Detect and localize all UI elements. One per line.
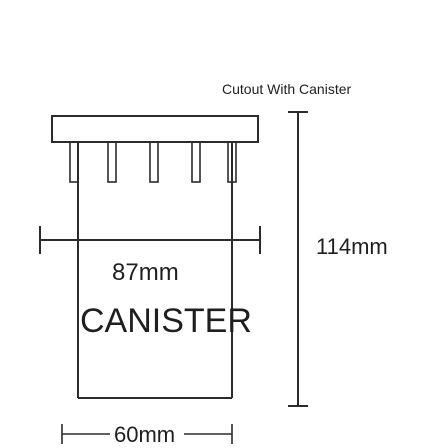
spring-clip xyxy=(107,141,117,183)
canister-body xyxy=(77,142,233,399)
diagram-title: Cutout With Canister xyxy=(222,81,351,97)
canister-flange xyxy=(51,115,259,143)
spring-clip xyxy=(69,141,79,183)
height-114mm-label: 114mm xyxy=(316,234,388,259)
height-114mm-dimension xyxy=(288,111,308,407)
spring-clip xyxy=(191,141,201,183)
canister-label: CANISTER xyxy=(80,302,252,340)
width-87mm-label: 87mm xyxy=(112,259,179,286)
width-60mm-dimension xyxy=(61,424,233,444)
width-87mm-dimension xyxy=(39,226,261,254)
width-60mm-label: 60mm xyxy=(114,422,175,447)
spring-clips xyxy=(69,141,237,183)
spring-clip xyxy=(149,141,159,183)
